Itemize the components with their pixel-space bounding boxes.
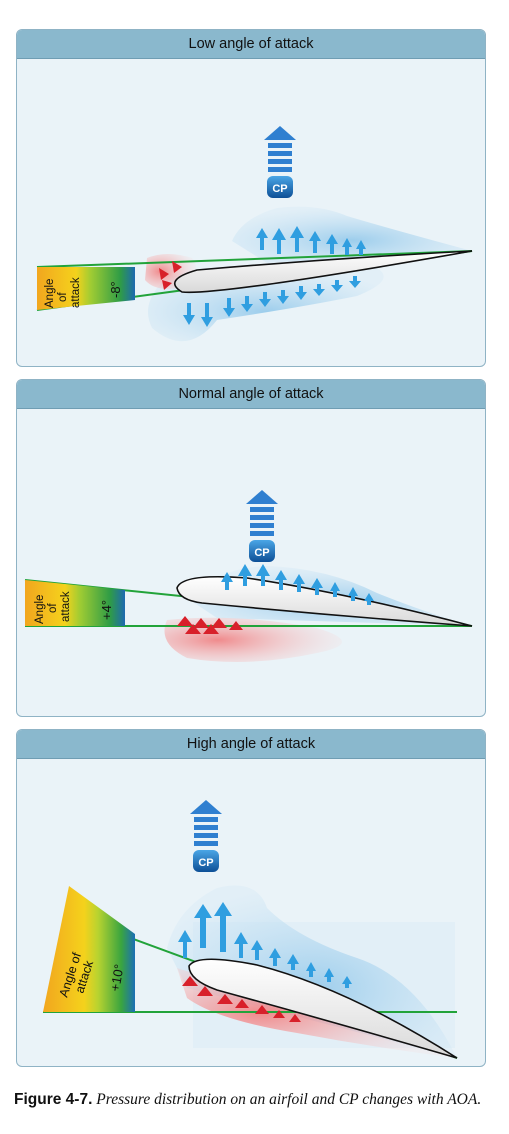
sector-label-line3: attack	[60, 591, 72, 622]
cp-badge	[267, 176, 293, 198]
pressure-arrows-lower	[182, 976, 301, 1022]
sector-label-line3: attack	[70, 277, 82, 308]
cp-badge	[249, 540, 275, 562]
cp-lift-arrow: CP	[190, 800, 222, 872]
suction-arrows-upper	[178, 902, 352, 988]
suction-arrows-upper	[256, 226, 366, 255]
pressure-arrow	[159, 268, 169, 280]
suction-arrows-lower	[183, 276, 361, 327]
aoa-sector	[37, 267, 135, 310]
panel-title: Low angle of attack	[17, 30, 485, 59]
cp-lift-arrow: CP	[264, 126, 296, 198]
pressure-arrow	[162, 280, 172, 290]
figure-number: Figure 4-7.	[14, 1091, 93, 1108]
sector-label-line1: Angle	[34, 595, 46, 624]
angle-value-label: +10°	[107, 963, 127, 992]
cp-label: CP	[198, 857, 213, 869]
airfoil	[188, 958, 458, 1059]
airfoil-diagram: Angle of attack +10°	[43, 800, 458, 1059]
suction-arrows-upper	[221, 564, 374, 605]
panel-title: High angle of attack	[17, 730, 485, 759]
angle-value-label: +4°	[99, 600, 114, 620]
pressure-arrow	[172, 261, 182, 273]
cp-label: CP	[272, 183, 287, 195]
relative-wind-line	[36, 250, 473, 268]
cp-label: CP	[254, 547, 269, 559]
panel-normal-aoa: Normal angle of attack Angle of attack +…	[16, 379, 486, 717]
aoa-sector	[25, 580, 125, 626]
panel-high-aoa: High angle of attack Angle of attack +10…	[16, 729, 486, 1067]
aoa-sector	[43, 886, 135, 1012]
pressure-arrows-lower	[177, 616, 243, 634]
sector-label-line2: of	[57, 292, 69, 302]
cp-lift-arrow: CP	[246, 490, 278, 562]
panel-low-aoa: Low angle of attack Angle of attack -8°	[16, 29, 486, 367]
airfoil	[173, 250, 473, 294]
figure-caption: Figure 4-7. Pressure distribution on an …	[14, 1090, 492, 1110]
sector-label-line2: of	[47, 603, 59, 613]
airfoil	[176, 575, 473, 627]
angle-value-label: -8°	[108, 281, 123, 298]
sector-label-line1: Angle	[44, 279, 56, 308]
upper-suction-region	[232, 206, 472, 263]
figure-description: Pressure distribution on an airfoil and …	[96, 1091, 482, 1108]
airfoil-diagram: Angle of attack +4°	[24, 490, 473, 662]
panel-title: Normal angle of attack	[17, 380, 485, 409]
airfoil-diagram: Angle of attack -8°	[36, 126, 473, 342]
cp-badge	[193, 850, 219, 872]
